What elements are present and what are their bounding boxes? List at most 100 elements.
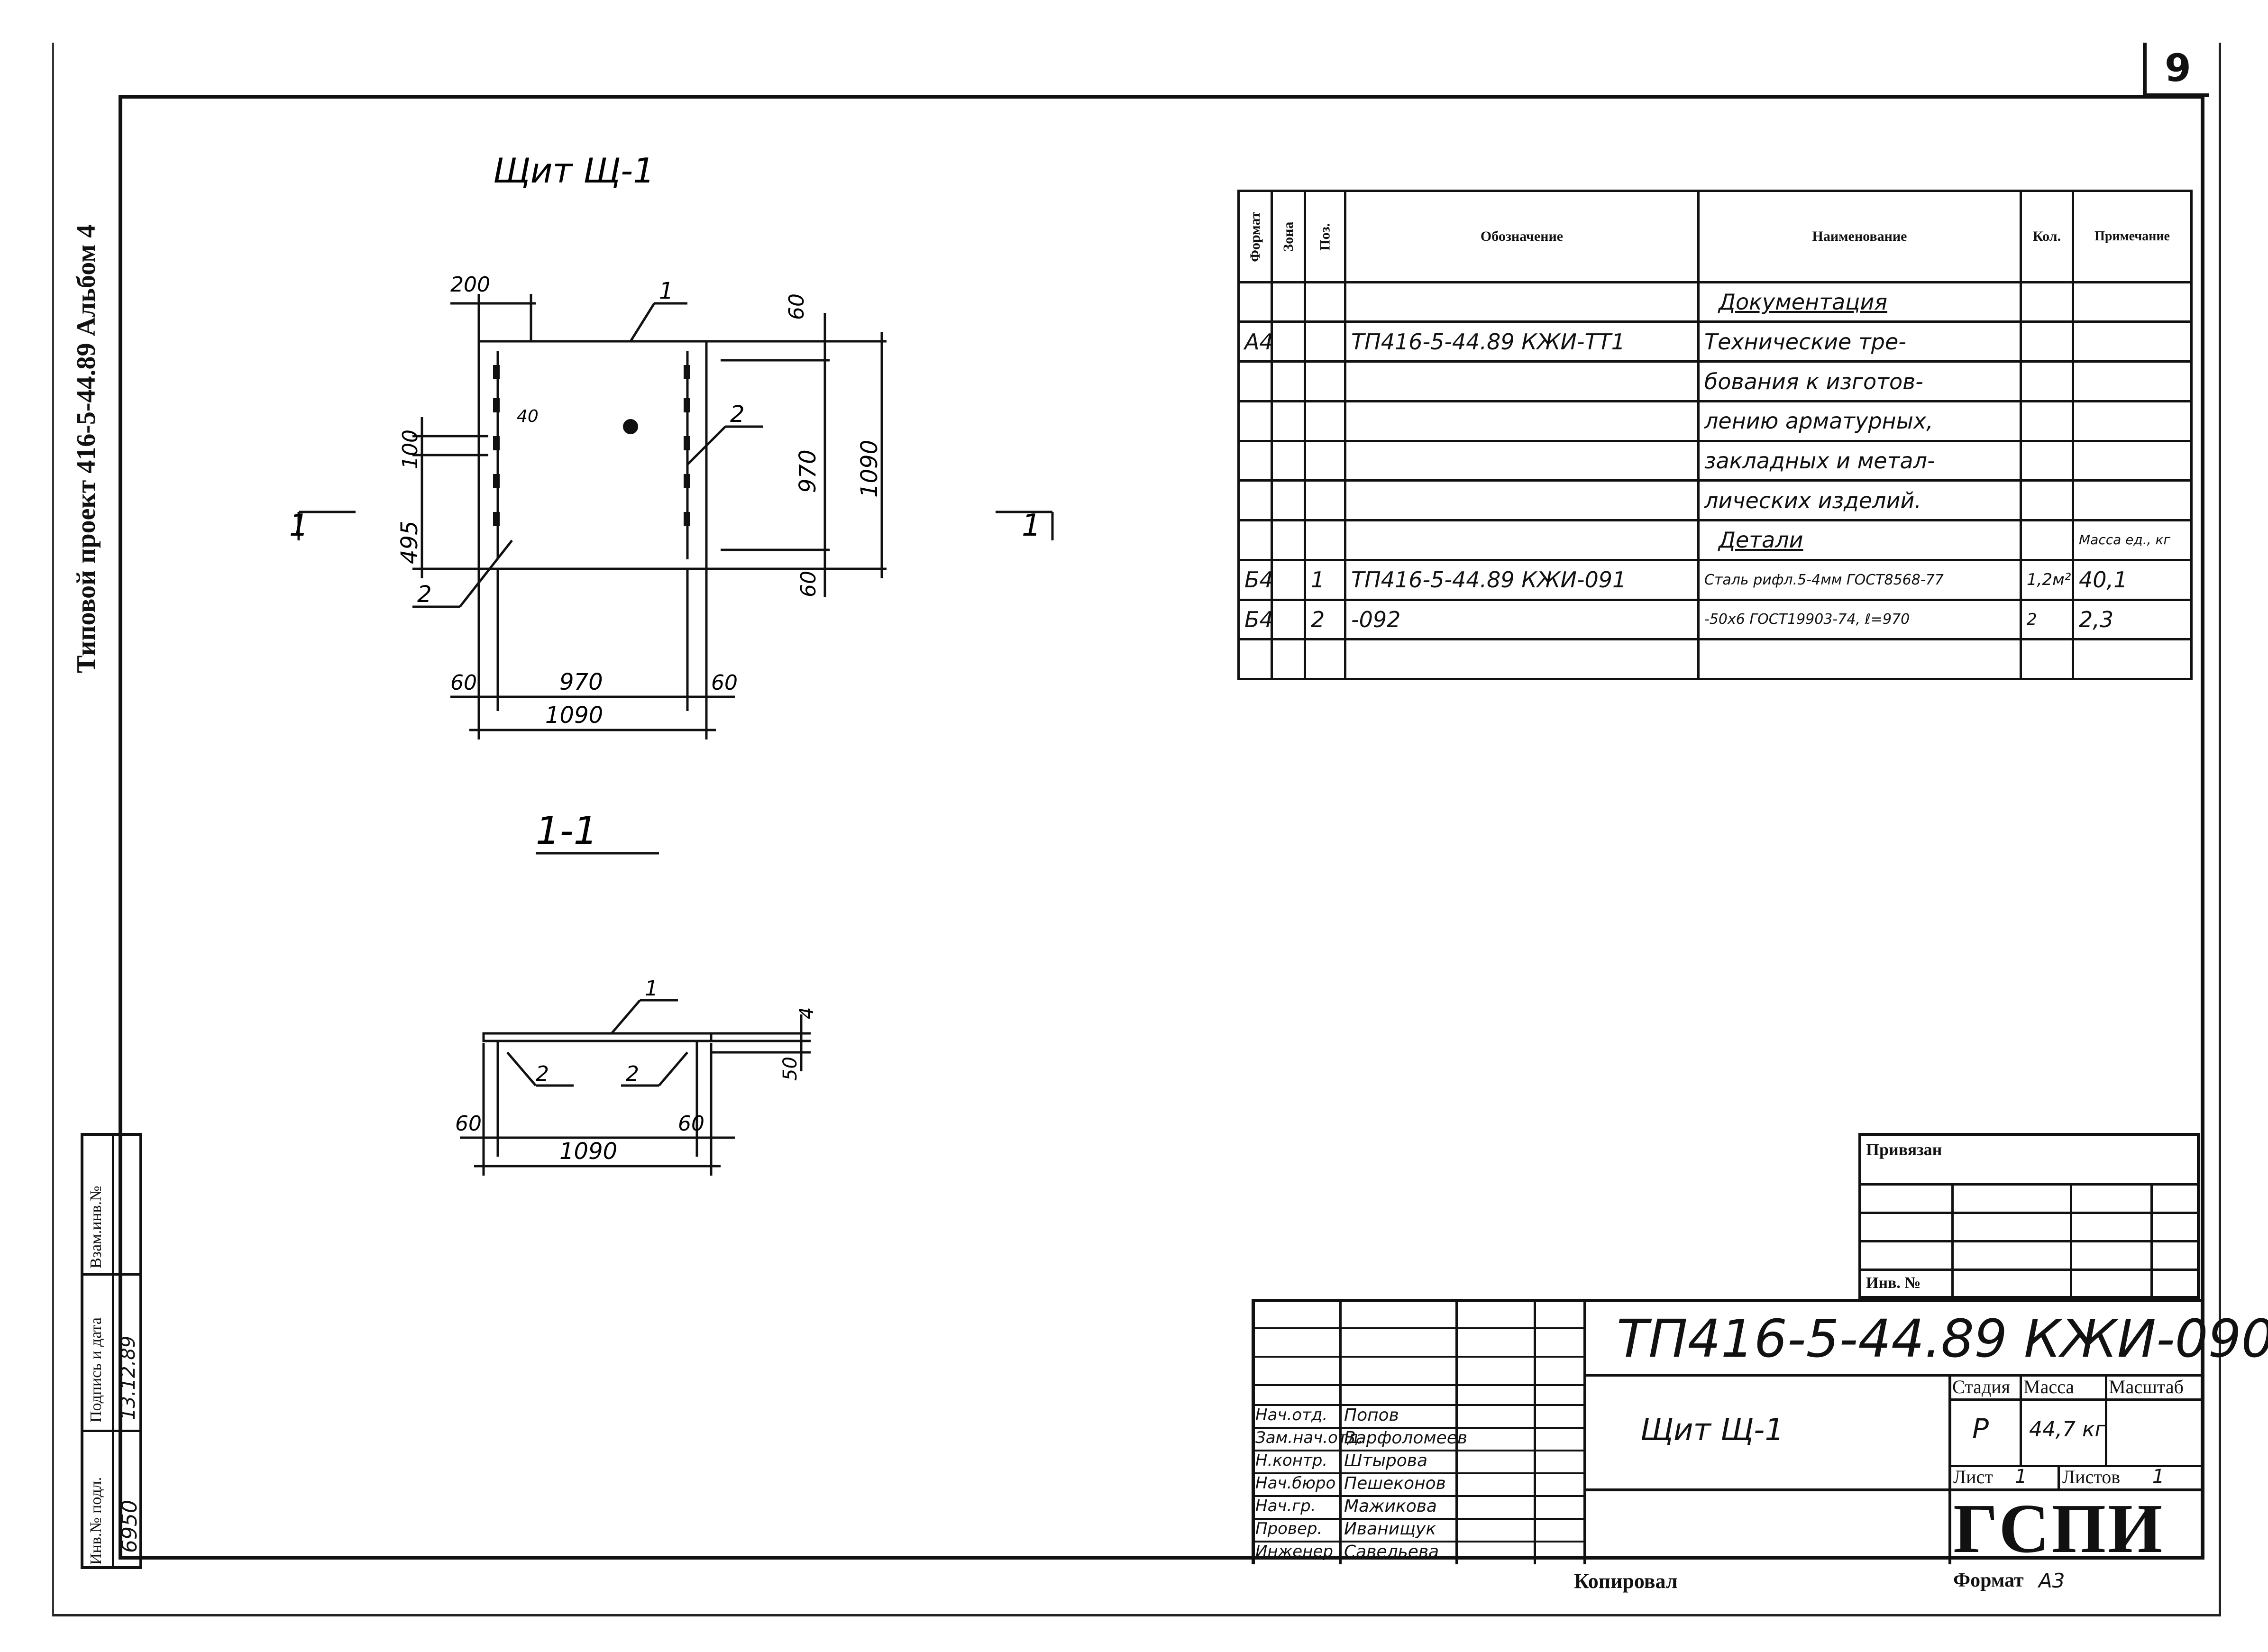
role-label: Нач.гр. [1255,1497,1316,1515]
binding-label: Привязан [1866,1140,1942,1159]
role-label: Н.контр. [1255,1451,1328,1470]
header-format: Формат [1238,191,1272,283]
format-label: Формат [1953,1570,2024,1591]
dim-right-outer: 1090 [856,440,883,498]
cell-designation: ТП416-5-44.89 КЖИ-091 [1344,558,1700,601]
tag-40: 40 [517,407,539,426]
cell-zone [1271,320,1306,363]
cell-qty [2020,519,2074,561]
cell-note: 2,3 [2072,598,2193,641]
cell-note [2072,638,2193,680]
sheet-title: Щит Щ-1 [1640,1413,1784,1448]
cell-format [1237,360,1273,402]
cell-format [1237,281,1273,323]
cell-designation [1344,439,1700,482]
cell-pos [1304,479,1346,522]
cell-pos [1304,281,1346,323]
cell-designation: ТП416-5-44.89 КЖИ-ТТ1 [1344,320,1700,363]
cell-format: Б4 [1237,558,1273,601]
sec-callout-1: 1 [645,977,658,1001]
inv-original-label: Инв.№ подл. [87,1477,105,1565]
role-label: Нач.бюро [1255,1474,1336,1493]
cell-pos [1304,320,1346,363]
cell-pos [1304,439,1346,482]
section-title: 1-1 [536,809,598,853]
title-block: ТП416-5-44.89 КЖИ-090 Щит Щ-1 Стадия Мас… [1252,1299,2268,1593]
header-note: Примечание [2072,190,2193,283]
cell-name [1697,638,2022,680]
project-label: Типовой проект 416-5-44.89 Альбом 4 [72,224,101,673]
cell-name: Сталь рифл.5-4мм ГОСТ8568-77 [1697,558,2022,601]
cell-format [1237,519,1273,561]
section-mark-left: 1 [289,508,309,543]
stage-value: Р [1972,1413,1989,1445]
sec-callout-2-left: 2 [536,1062,549,1086]
scale-label: Масштаб [2109,1376,2184,1397]
table-row [1237,638,2193,680]
cell-qty [2020,400,2074,442]
cell-designation: -092 [1344,598,1700,641]
role-name: Варфоломеев [1344,1428,1468,1448]
cell-name: лических изделий. [1697,479,2022,522]
cell-qty: 2 [2020,598,2074,641]
replace-inv-label: Взам.инв.№ [87,1186,105,1269]
sign-date-value: 13.12.89 [118,1335,139,1420]
cell-qty [2020,479,2074,522]
dim-bottom-outer: 1090 [545,702,603,729]
role-name: Штырова [1344,1451,1428,1470]
cell-format: Б4 [1237,598,1273,641]
header-qty: Кол. [2020,190,2074,283]
cell-name: -50х6 ГОСТ19903-74, ℓ=970 [1697,598,2022,641]
cell-name: Технические тре- [1697,320,2022,363]
cell-zone [1271,638,1306,680]
cell-qty [2020,638,2074,680]
cell-qty: 1,2м² [2020,558,2074,601]
cell-zone [1271,479,1306,522]
dim-bottom-left: 60 [450,671,477,695]
table-row: Документация [1237,281,2193,323]
left-stamp: Взам.инв.№ Подпись и дата 13.12.89 Инв.№… [81,1133,142,1569]
cell-note [2072,320,2193,363]
cell-qty [2020,439,2074,482]
sheets-label: Листов [2062,1466,2121,1488]
cell-note: 40,1 [2072,558,2193,601]
cell-zone [1271,439,1306,482]
cell-qty [2020,320,2074,363]
drawing-area: Щит Щ-1 200 60 970 1090 60 100 495 40 60… [289,151,1054,1176]
dim-left-495: 495 [396,520,423,564]
cell-zone [1271,519,1306,561]
cell-name: закладных и метал- [1697,439,2022,482]
cell-name: Документация [1697,281,2022,323]
cell-zone [1271,558,1306,601]
cell-note [2072,479,2193,522]
doc-code: ТП416-5-44.89 КЖИ-090 [1617,1308,2268,1369]
cell-pos [1304,360,1346,402]
role-label: Зам.нач.отд. [1255,1428,1363,1447]
binding-inv-label: Инв. № [1866,1274,1921,1292]
header-pos: Поз. [1305,191,1345,283]
mass-value: 44,7 кг [2029,1417,2106,1442]
cell-note [2072,439,2193,482]
plan-title: Щит Щ-1 [493,151,655,191]
dim-left-100: 100 [398,429,422,469]
sec-dim-left: 60 [455,1112,482,1136]
cell-pos: 2 [1304,598,1346,641]
dim-right-inner: 970 [795,449,821,493]
table-row: бования к изготов- [1237,360,2193,402]
role-name: Савельева [1344,1542,1439,1561]
role-name: Иванищук [1344,1519,1436,1539]
cell-note [2072,281,2193,323]
role-name: Попов [1344,1406,1399,1425]
sign-date-label: Подпись и дата [87,1317,105,1423]
cell-name: Детали [1697,519,2022,561]
specification-table: Формат Зона Поз. Обозначение Наименовани… [1237,190,2193,680]
role-label: Нач.отд. [1255,1406,1328,1424]
dim-bottom-inner: 970 [559,669,603,695]
callout-2-left: 2 [417,581,432,608]
stage-label: Стадия [1952,1376,2011,1397]
outer-trim-frame [52,43,2221,1616]
role-label: Инженер [1255,1542,1333,1561]
sheet-label: Лист [1953,1466,1993,1488]
